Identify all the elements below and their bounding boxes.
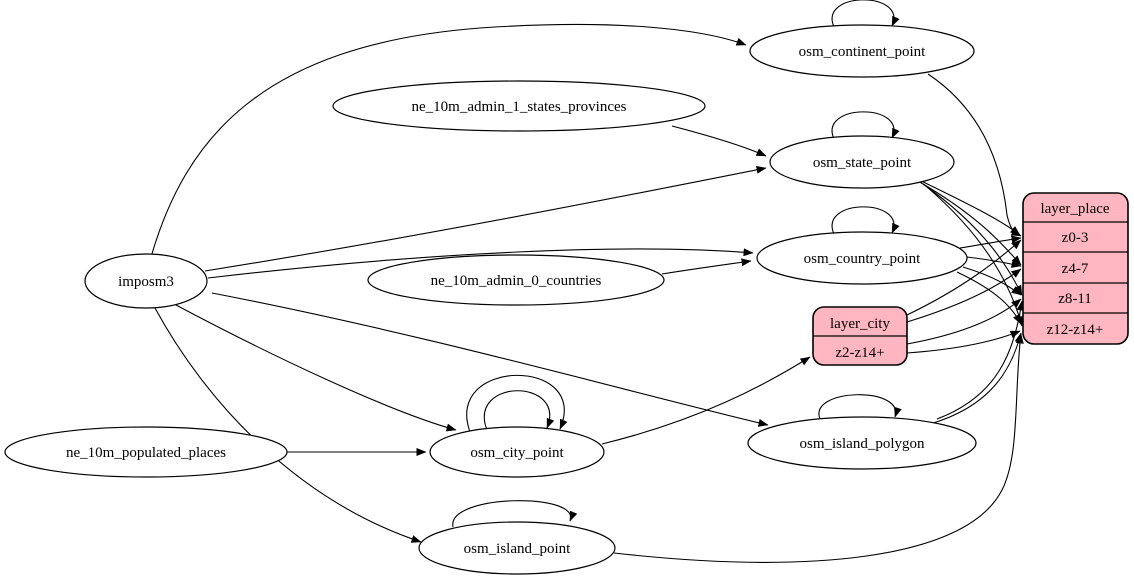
imposm3-shape — [84, 253, 208, 309]
imposm3-label: imposm3 — [118, 274, 174, 290]
node-imposm3: imposm3 — [84, 253, 208, 309]
edge-osm_island_polygon-z12-z14 — [929, 332, 1023, 425]
edge-osm_country_point-z4-7 — [966, 256, 1022, 268]
node-osm_island_point: osm_island_point — [418, 521, 616, 575]
self-loop-osm_continent_point — [831, 0, 900, 28]
ne_admin0-shape — [367, 254, 665, 306]
island_polygon-shape — [747, 416, 977, 470]
edge-layer_city-z0-3 — [906, 239, 1022, 316]
layer_place-row-z4-7: z4-7 — [1062, 261, 1089, 277]
node-layer_place: layer_place z0-3 z4-7 z8-11 z12-z14+ — [1022, 192, 1129, 345]
self-loop-osm_city_point-inner — [483, 390, 555, 431]
edge-ne_admin0-osm_country_point — [661, 258, 752, 275]
state-shape — [769, 135, 955, 189]
node-osm_city_point: osm_city_point — [429, 426, 605, 478]
node-osm_country_point: osm_country_point — [756, 231, 968, 285]
ne_admin1-shape — [332, 80, 706, 132]
edge-layer_city-z12-z14 — [906, 330, 1021, 354]
edge-layer_city-z8-11 — [906, 298, 1022, 345]
country-shape — [756, 231, 968, 285]
country-label: osm_country_point — [804, 251, 921, 267]
layer_city-row-z2-z14: z2-z14+ — [835, 345, 884, 361]
layer_place-row-z0-3: z0-3 — [1062, 230, 1089, 246]
ne_admin0-label: ne_10m_admin_0_countries — [431, 273, 602, 289]
edge-layer_city-z4-7 — [906, 268, 1022, 323]
edge-layer — [150, 0, 1025, 563]
city-label: osm_city_point — [470, 445, 564, 461]
node-ne_10m_admin_0_countries: ne_10m_admin_0_countries — [367, 254, 665, 306]
self-loop-osm_island_point — [452, 500, 578, 528]
edge-osm_country_point-z8-11 — [962, 266, 1022, 296]
edge-ne_admin1-osm_state_point — [671, 125, 767, 157]
island_point-label: osm_island_point — [464, 541, 572, 557]
edge-imposm3-osm_continent_point — [150, 23, 747, 258]
edge-osm_country_point-z0-3 — [959, 235, 1022, 249]
edge-imposm3-osm_state_point — [204, 165, 767, 272]
layer_place-box — [1022, 192, 1129, 345]
node-osm_island_polygon: osm_island_polygon — [747, 416, 977, 470]
city-shape — [429, 426, 605, 478]
edge-osm_island_polygon-z8-11 — [936, 300, 1025, 420]
edge-osm_country_point-z12-z14 — [956, 271, 1022, 325]
node-osm_continent_point: osm_continent_point — [749, 24, 975, 78]
self-loop-osm_island_polygon — [818, 394, 902, 420]
edge-imposm3-osm_country_point — [207, 248, 754, 279]
edge-imposm3-osm_island_point — [154, 307, 422, 543]
island_point-shape — [418, 521, 616, 575]
ne_populated-shape — [4, 426, 288, 478]
continent-label: osm_continent_point — [799, 44, 926, 60]
continent-shape — [749, 24, 975, 78]
ne_populated-label: ne_10m_populated_places — [66, 445, 226, 461]
node-ne_10m_admin_1_states_provinces: ne_10m_admin_1_states_provinces — [332, 80, 706, 132]
island_polygon-label: osm_island_polygon — [799, 436, 925, 452]
edge-osm_city_point-layer_city — [601, 356, 811, 445]
node-osm_state_point: osm_state_point — [769, 135, 955, 189]
state-label: osm_state_point — [813, 155, 912, 171]
edge-imposm3-osm_city_point — [175, 304, 457, 432]
edge-imposm3-osm_island_polygon — [211, 292, 769, 427]
edge-osm_state_point-z0-3 — [912, 176, 1021, 236]
node-layer_city: layer_city z2-z14+ — [812, 306, 908, 366]
edge-osm_state_point-z4-7 — [917, 180, 1022, 266]
layer_place-title: layer_place — [1040, 201, 1109, 217]
ne_admin1-label: ne_10m_admin_1_states_provinces — [412, 99, 627, 115]
layer_place-row-z8-11: z8-11 — [1058, 291, 1092, 307]
self-loop-osm_city_point-outer — [466, 374, 568, 433]
edge-osm_island_point-z12-z14 — [613, 333, 1024, 563]
self-loop-osm_state_point — [831, 111, 900, 140]
node-ne_10m_populated_places: ne_10m_populated_places — [4, 426, 288, 478]
layer_place-row-z12-z14: z12-z14+ — [1047, 322, 1104, 338]
self-loop-osm_country_point — [831, 206, 900, 235]
layer_city-title: layer_city — [830, 316, 890, 332]
